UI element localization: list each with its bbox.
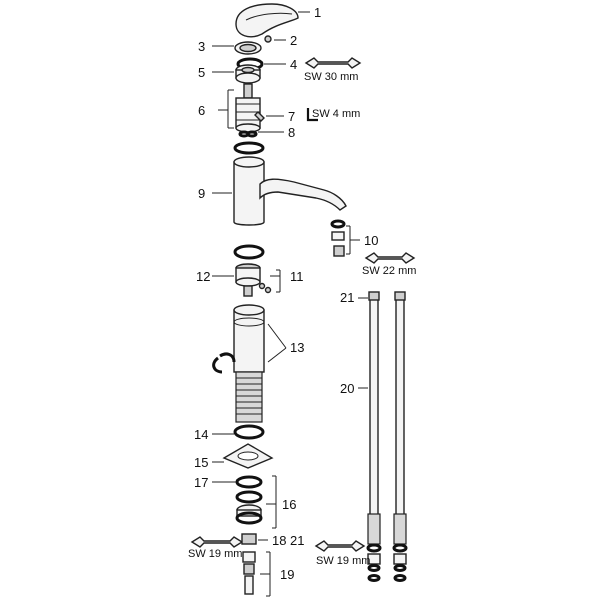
part-8-seals <box>238 130 258 138</box>
tool-label-sw-22: SW 22 mm <box>362 265 416 277</box>
part-7-screw <box>254 111 265 122</box>
part-10-aerator <box>330 219 346 257</box>
part-2-screw <box>264 35 272 43</box>
part-20-flexible-hoses <box>366 291 408 582</box>
tool-label-sw-19-left: SW 19 mm <box>188 548 242 560</box>
callout-11: 11 <box>290 269 304 284</box>
callout-2: 2 <box>290 33 297 48</box>
callout-8: 8 <box>288 125 295 140</box>
callout-14: 14 <box>194 427 208 442</box>
wrench-icon-right <box>314 540 366 552</box>
part-15-horseshoe-washer <box>222 443 274 469</box>
part-14-o-ring <box>233 424 265 440</box>
part-12-valve-insert <box>235 263 261 297</box>
part-9-body-spout <box>233 156 347 226</box>
tool-label-sw-19-right: SW 19 mm <box>316 555 370 567</box>
o-ring-upper <box>233 141 265 155</box>
part-5-clamping-nut <box>235 64 261 84</box>
callout-7: 7 <box>288 109 295 124</box>
wrench-icon-left <box>190 536 244 548</box>
callout-6: 6 <box>198 103 205 118</box>
callout-15: 15 <box>194 455 208 470</box>
hex-key-icon <box>306 108 318 122</box>
callout-9: 9 <box>198 186 205 201</box>
part-19-connector <box>242 551 256 595</box>
part-1-lever-handle <box>235 3 299 38</box>
part-18-nut <box>241 533 257 545</box>
callout-20: 20 <box>340 381 354 396</box>
part-16-fixing-set <box>235 490 263 525</box>
callout-10: 10 <box>364 233 378 248</box>
callout-12: 12 <box>196 269 210 284</box>
callout-19: 19 <box>280 567 294 582</box>
part-17-washer <box>235 475 263 489</box>
callout-13: 13 <box>290 340 304 355</box>
callout-21-lower: 21 <box>290 533 304 548</box>
part-13-shank <box>212 304 265 423</box>
callout-5: 5 <box>198 65 205 80</box>
wrench-icon <box>304 57 362 69</box>
callout-21: 21 <box>340 290 354 305</box>
callout-18: 18 <box>272 533 286 548</box>
tool-label-sw-4: SW 4 mm <box>312 108 360 120</box>
callout-16: 16 <box>282 497 296 512</box>
callout-3: 3 <box>198 39 205 54</box>
wrench-icon-sw22 <box>364 252 416 264</box>
part-6-cartridge <box>235 83 261 133</box>
part-11-screws <box>258 282 272 294</box>
callout-17: 17 <box>194 475 208 490</box>
tool-label-sw-30: SW 30 mm <box>304 71 358 83</box>
part-3-cap-ring <box>234 41 262 55</box>
callout-4: 4 <box>290 57 297 72</box>
o-ring-middle <box>233 244 265 260</box>
callout-1: 1 <box>314 5 321 20</box>
